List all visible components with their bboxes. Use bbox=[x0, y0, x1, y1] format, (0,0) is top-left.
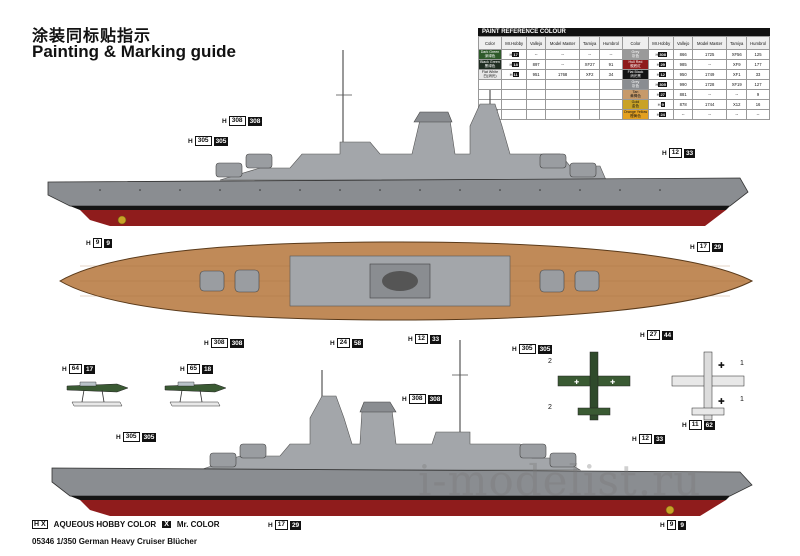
col-model-master-2: Model Master bbox=[691, 36, 728, 50]
col-tamiya: Tamiya bbox=[579, 36, 601, 50]
col-mrhobby: Mr.Hobby bbox=[500, 36, 528, 50]
paint-code-model-master bbox=[544, 109, 581, 120]
color-name: Gold bbox=[631, 99, 640, 104]
page-title-cn: 涂装同标贴指示 bbox=[32, 28, 152, 45]
svg-text:✚: ✚ bbox=[574, 379, 579, 386]
svg-text:✚: ✚ bbox=[718, 361, 725, 370]
color-name-cn: 白(消光) bbox=[483, 73, 497, 78]
paint-table-title: PAINT REFERENCE COLOUR bbox=[478, 28, 770, 36]
color-name-cn: 黑绿色 bbox=[484, 63, 496, 68]
color-name: Grey bbox=[631, 49, 640, 54]
decal-marker: 1 bbox=[740, 396, 744, 403]
svg-text:✚: ✚ bbox=[610, 379, 615, 386]
ship-profile-upper bbox=[47, 50, 749, 226]
watermark: i-modelist.ru bbox=[418, 456, 702, 505]
paint-table-header: Color Mr.Hobby Vallejo Model Master Tami… bbox=[478, 36, 770, 50]
svg-text:✚: ✚ bbox=[718, 397, 725, 406]
aircraft-top-view: ✚ ✚ bbox=[557, 351, 631, 421]
color-name: Tan bbox=[632, 89, 639, 94]
decal-marker: 1 bbox=[740, 360, 744, 367]
col-vallejo-2: Vallejo bbox=[673, 36, 693, 50]
color-name-cn: 橙黄色 bbox=[630, 113, 641, 118]
paint-code-model-master: -- bbox=[691, 109, 728, 120]
paint-reference-table: PAINT REFERENCE COLOUR Color Mr.Hobby Va… bbox=[478, 28, 770, 120]
decal-marker: 2 bbox=[548, 358, 552, 365]
color-name-cn: 深绿色 bbox=[484, 53, 496, 58]
aircraft-side-2 bbox=[164, 381, 227, 407]
mrhobby-code bbox=[500, 109, 528, 120]
col-model-master: Model Master bbox=[544, 36, 581, 50]
footer-caption: 05346 1/350 German Heavy Cruiser Blücher bbox=[32, 537, 197, 546]
mr-color-label: Mr. COLOR bbox=[176, 520, 220, 529]
color-name: Dark Green bbox=[480, 49, 500, 54]
col-tamiya-2: Tamiya bbox=[726, 36, 748, 50]
color-name: Hull Red bbox=[628, 59, 643, 64]
color-name: Orange Yellow bbox=[623, 109, 648, 114]
col-color: Color bbox=[478, 36, 502, 50]
ship-deck-plan bbox=[59, 241, 754, 321]
color-name-cn: 舰底红 bbox=[630, 63, 641, 68]
paint-code-humbrol: -- bbox=[746, 109, 770, 120]
color-name-cn: 消光黑 bbox=[630, 73, 641, 78]
color-name-cn: 灰色 bbox=[631, 53, 640, 58]
mrhobby-code: H24 bbox=[648, 109, 675, 120]
col-color-2: Color bbox=[621, 36, 650, 50]
aircraft-side-1 bbox=[66, 381, 129, 407]
color-name-cn: 金色 bbox=[631, 103, 640, 108]
aqueous-label: AQUEOUS HOBBY COLOR bbox=[53, 520, 157, 529]
col-vallejo: Vallejo bbox=[526, 36, 546, 50]
color-name: Flat White bbox=[481, 69, 499, 74]
decal-marker: 2 bbox=[548, 404, 552, 411]
aqueous-key: H X bbox=[32, 520, 48, 529]
page-title: Painting & Marking guide bbox=[32, 42, 237, 61]
col-humbrol-2: Humbrol bbox=[746, 36, 770, 50]
color-name: Grey bbox=[631, 79, 640, 84]
col-mrhobby-2: Mr.Hobby bbox=[648, 36, 675, 50]
color-name-cn: 黄褐色 bbox=[630, 93, 641, 98]
color-legend: H X AQUEOUS HOBBY COLOR X Mr. COLOR bbox=[32, 520, 220, 529]
color-name-cn: 灰色 bbox=[631, 83, 640, 88]
color-name: Flat Black bbox=[627, 69, 644, 74]
col-humbrol: Humbrol bbox=[599, 36, 623, 50]
mr-color-key: X bbox=[162, 521, 171, 528]
ship-profile-lower bbox=[51, 340, 753, 516]
color-name: Black Green bbox=[480, 59, 500, 64]
aircraft-bottom-view: ✚ ✚ bbox=[671, 351, 745, 421]
